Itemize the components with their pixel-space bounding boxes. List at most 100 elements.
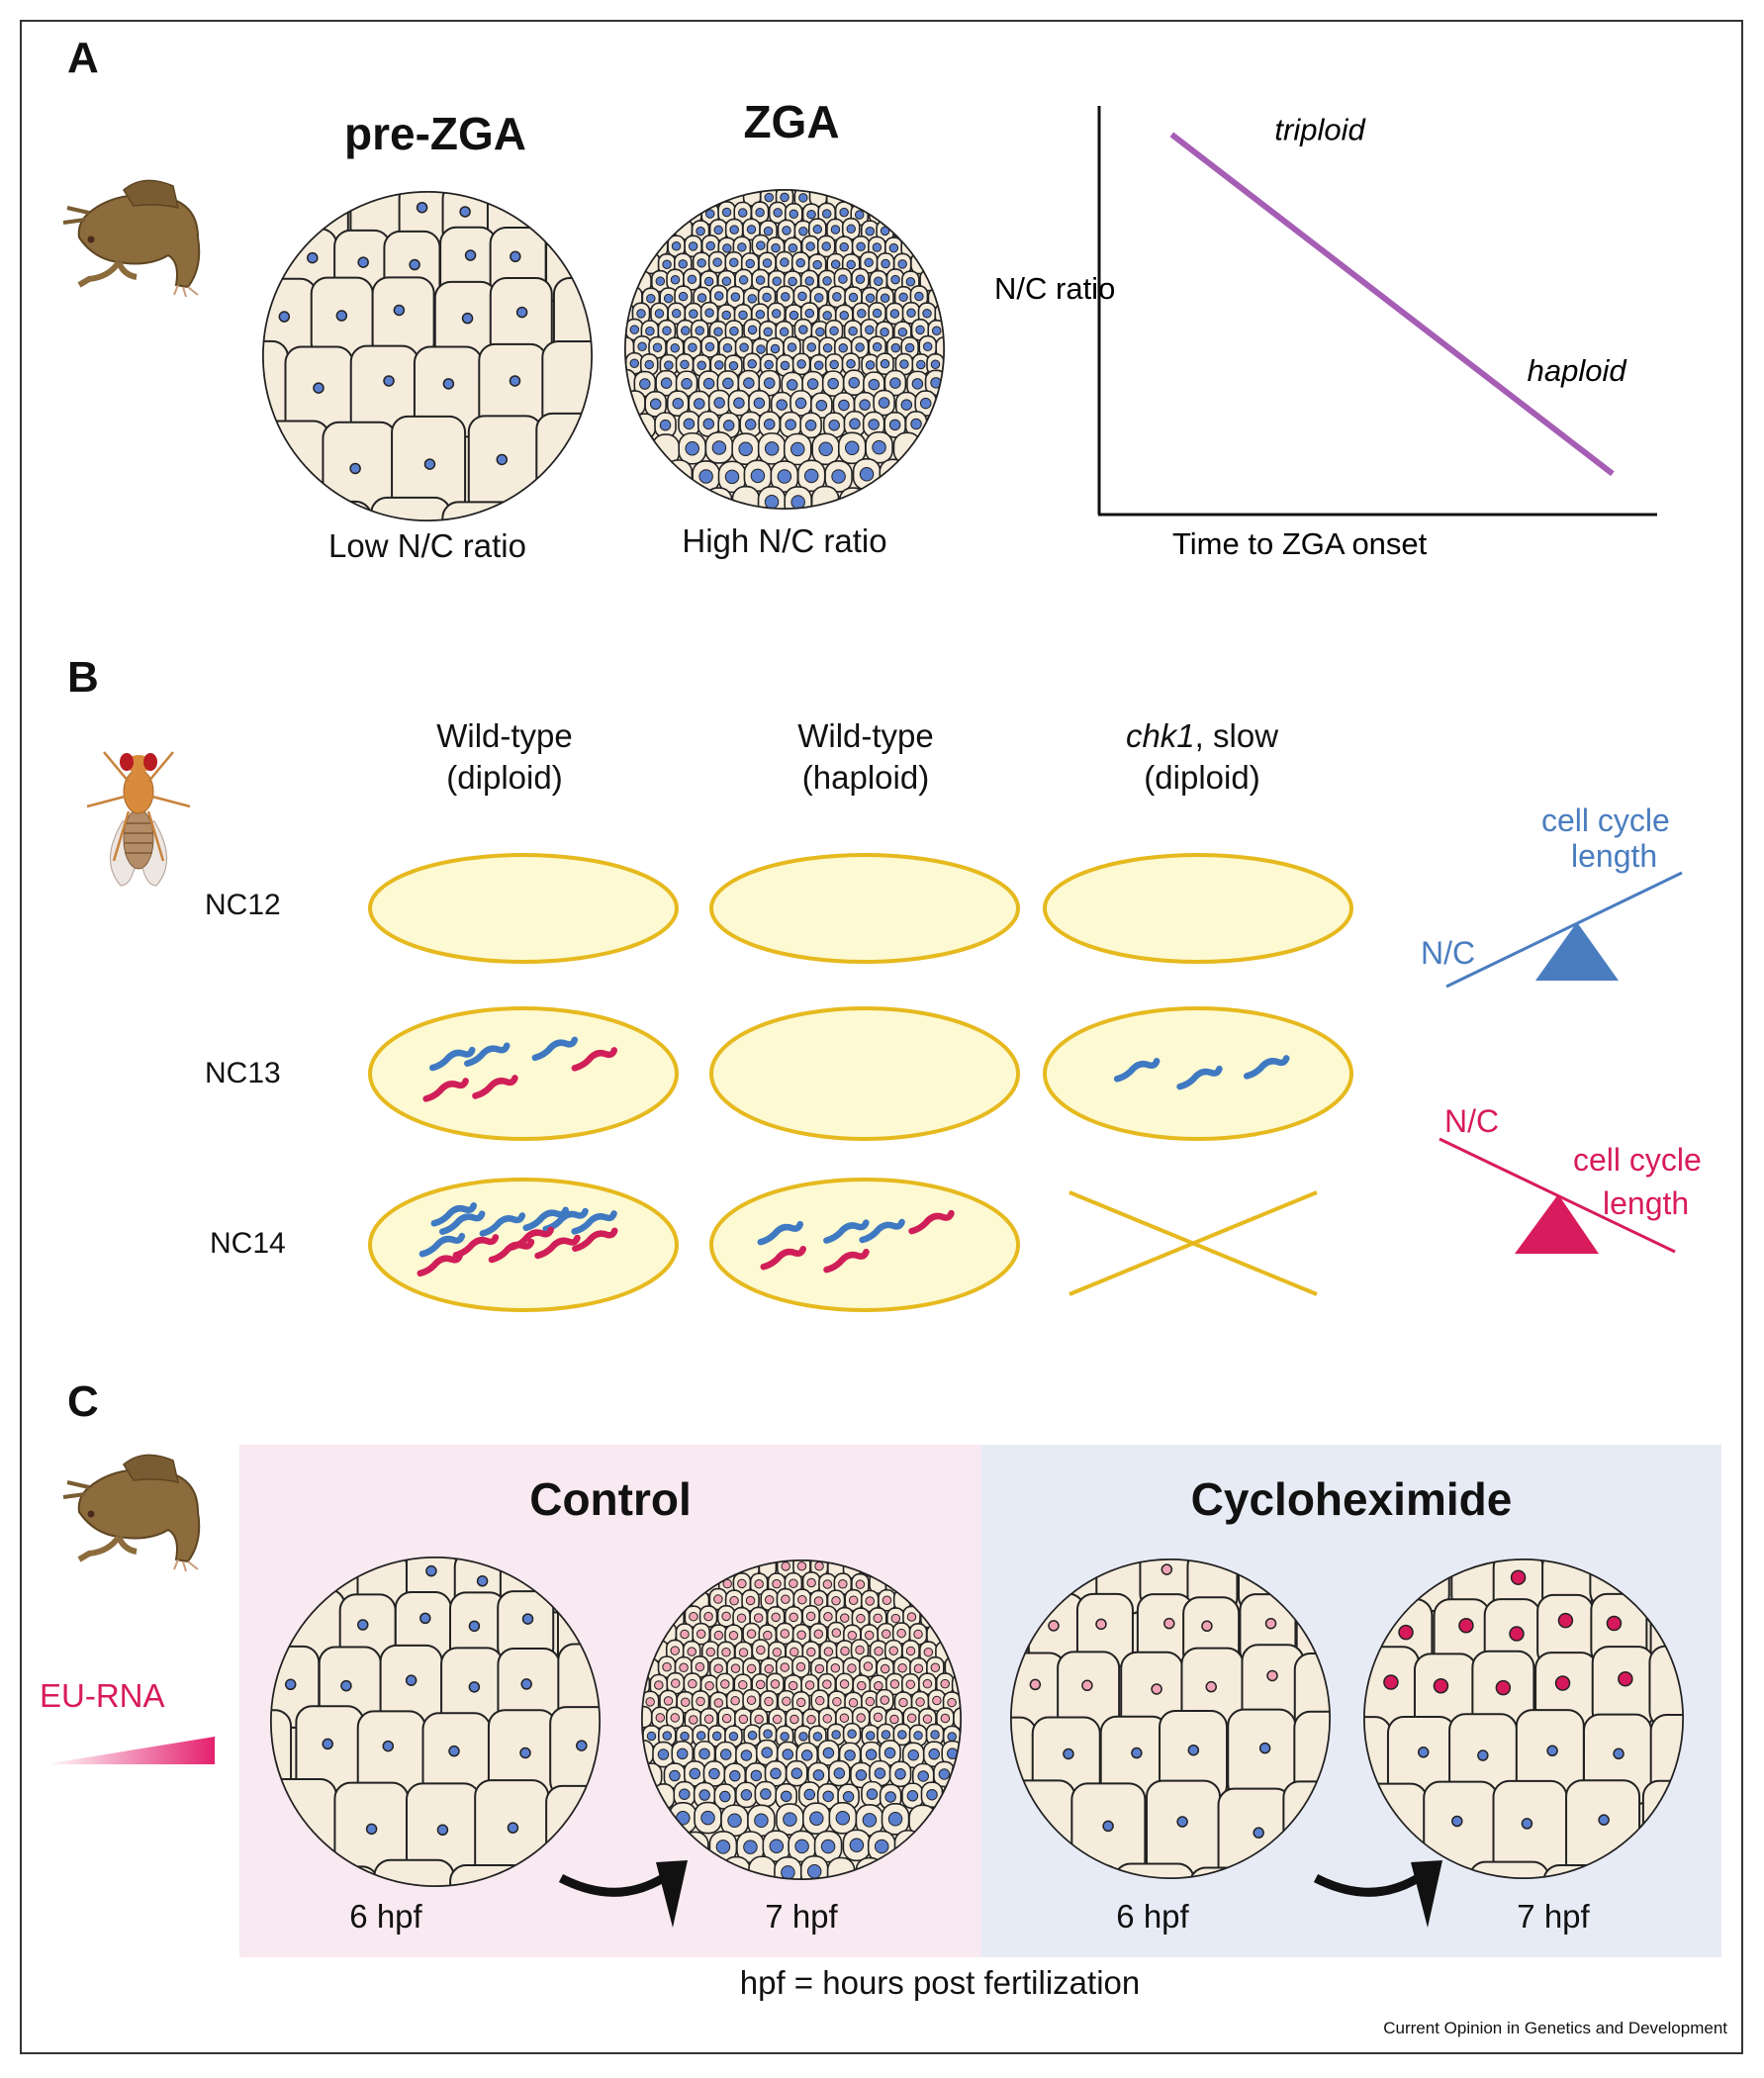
- cell: [684, 1571, 703, 1595]
- nucleus: [704, 308, 714, 318]
- nucleus: [782, 1748, 794, 1760]
- nucleus: [865, 1748, 878, 1760]
- nucleus: [1176, 1816, 1188, 1828]
- nucleus: [754, 1813, 769, 1829]
- nucleus: [822, 342, 833, 353]
- nucleus: [714, 360, 724, 370]
- transcript-red: [508, 1226, 554, 1251]
- cell: [642, 1590, 661, 1614]
- nucleus: [747, 1730, 758, 1741]
- nucleus: [889, 377, 901, 389]
- cell: [650, 1570, 670, 1594]
- nucleus: [822, 1714, 833, 1724]
- nucleus: [796, 359, 806, 369]
- panel-c-letter: C: [67, 1377, 99, 1426]
- nucleus: [681, 326, 691, 335]
- nucleus: [764, 1663, 775, 1674]
- transcript-red: [572, 1227, 618, 1253]
- nucleus: [680, 1629, 690, 1640]
- cell: [944, 1624, 961, 1647]
- cell: [449, 1864, 531, 1886]
- embryo-nc-nc14-col3: [1068, 1190, 1318, 1296]
- nucleus: [442, 378, 455, 390]
- transcript-blue: [859, 1218, 905, 1244]
- transcript-blue: [429, 1046, 476, 1072]
- nucleus: [789, 1612, 798, 1623]
- nucleus: [719, 1748, 732, 1760]
- nucleus: [1253, 1827, 1264, 1839]
- nucleus: [680, 1697, 691, 1708]
- cell: [1113, 1862, 1195, 1878]
- column-header-gene: chk1: [1125, 717, 1195, 754]
- nucleus: [865, 293, 876, 303]
- nucleus: [880, 1663, 890, 1674]
- nucleus: [930, 1662, 941, 1673]
- nucleus: [805, 1611, 816, 1622]
- nucleus: [888, 1646, 898, 1655]
- nucleus: [703, 1714, 714, 1724]
- nucleus: [842, 1790, 855, 1803]
- cycloheximide-7hpf-label: 7 hpf: [1517, 1898, 1590, 1935]
- nucleus: [864, 1630, 875, 1641]
- nucleus: [947, 1732, 957, 1742]
- nucleus: [688, 342, 697, 352]
- nucleus: [1598, 1814, 1610, 1826]
- nucleus: [705, 1647, 716, 1657]
- nucleus: [855, 342, 865, 352]
- nucleus: [804, 276, 814, 286]
- nucleus: [922, 308, 932, 319]
- nucleus: [776, 399, 788, 411]
- nucleus: [683, 418, 696, 430]
- column-header-line1: Wild-type: [436, 717, 573, 754]
- nucleus: [874, 276, 883, 286]
- cell: [919, 1572, 939, 1595]
- nucleus: [459, 206, 471, 218]
- nucleus: [694, 398, 705, 410]
- nucleus: [806, 1715, 816, 1725]
- nucleus: [795, 1661, 806, 1672]
- nucleus: [874, 1839, 889, 1854]
- nucleus: [696, 1629, 706, 1639]
- cell: [910, 1560, 930, 1579]
- nucleus: [383, 375, 395, 387]
- nucleus: [822, 1679, 832, 1689]
- nucleus: [737, 1578, 747, 1589]
- transcript-blue: [542, 1207, 589, 1233]
- nucleus: [744, 419, 757, 430]
- nucleus: [711, 1731, 722, 1742]
- nucleus: [882, 1629, 891, 1639]
- nucleus: [685, 441, 699, 456]
- nucleus: [468, 1620, 481, 1633]
- nucleus: [750, 468, 766, 484]
- column-header-line2: (diploid): [446, 759, 563, 796]
- nucleus: [1613, 1747, 1625, 1760]
- nucleus: [829, 359, 839, 370]
- seesaw-low-label-2: length: [1603, 1185, 1689, 1221]
- nucleus: [898, 292, 908, 303]
- nucleus: [520, 1678, 532, 1690]
- nucleus: [829, 326, 839, 336]
- nucleus: [754, 1579, 764, 1589]
- nucleus: [678, 291, 689, 302]
- nucleus: [779, 327, 789, 337]
- nucleus: [680, 1731, 690, 1742]
- nucleus: [755, 1679, 766, 1690]
- nucleus: [713, 1594, 723, 1604]
- nucleus: [916, 359, 926, 370]
- nucleus: [878, 397, 890, 409]
- nucleus: [1398, 1624, 1414, 1641]
- embryo-nc-nc12-col2: [709, 853, 1020, 964]
- nucleus: [340, 1679, 352, 1692]
- nucleus: [764, 1696, 774, 1707]
- nucleus: [872, 439, 886, 455]
- nucleus: [662, 1731, 673, 1741]
- nucleus: [672, 397, 685, 410]
- nucleus: [722, 1578, 732, 1589]
- nucleus: [830, 1662, 841, 1673]
- nucleus: [713, 1698, 724, 1708]
- nucleus: [931, 326, 942, 336]
- nucleus: [780, 257, 789, 267]
- nucleus: [881, 258, 890, 269]
- nucleus: [746, 1663, 757, 1674]
- nucleus: [814, 1695, 825, 1706]
